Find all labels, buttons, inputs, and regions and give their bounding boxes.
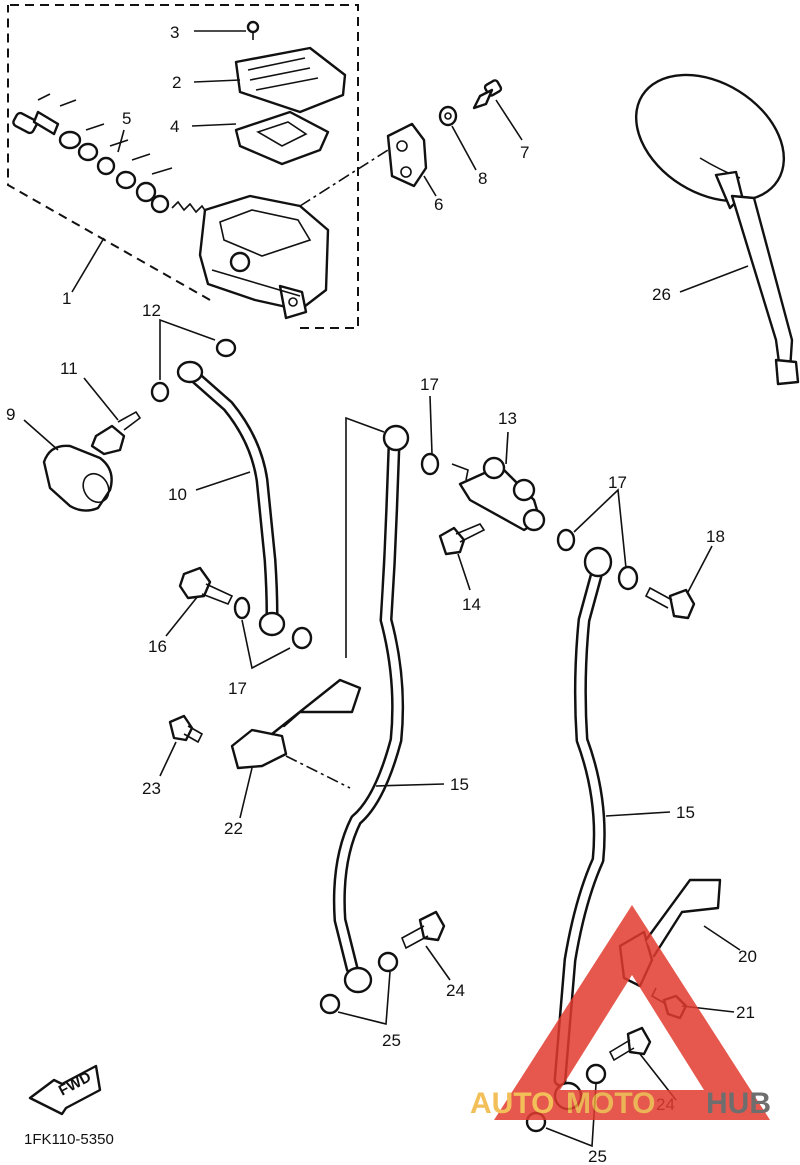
part-24-bolt-right xyxy=(608,1026,652,1062)
leader-19 xyxy=(573,488,627,569)
callout-12: 12 xyxy=(142,301,161,320)
callout-26: 26 xyxy=(652,285,671,304)
part-24-bolt-center xyxy=(400,910,446,950)
part-19-washer-a xyxy=(556,528,576,552)
watermark-text-auto: AUTO xyxy=(470,1087,554,1120)
callout-1: 1 xyxy=(62,289,71,308)
part-23-bolt xyxy=(168,714,204,744)
part-3-screw xyxy=(246,20,260,40)
watermark-text-hub: HUB xyxy=(706,1087,771,1120)
part-9-cap xyxy=(42,444,113,512)
callout-25-center: 25 xyxy=(382,1031,401,1050)
part-2-reservoir-cap xyxy=(234,46,347,114)
leader-17-center xyxy=(345,416,385,658)
watermark-text-moto: MOTO xyxy=(566,1087,655,1120)
part-12-washer-top xyxy=(215,338,237,358)
callout-7: 7 xyxy=(520,143,529,162)
callout-11: 11 xyxy=(60,359,78,378)
part-26-mirror xyxy=(634,73,800,386)
callout-23: 23 xyxy=(142,779,161,798)
callout-21: 21 xyxy=(736,1003,755,1022)
part-10-brake-hose xyxy=(176,360,286,637)
callout-17-bottom: 17 xyxy=(228,679,247,698)
callout-13: 13 xyxy=(498,409,517,428)
master-cylinder-body xyxy=(198,194,330,320)
callout-22: 22 xyxy=(224,819,243,838)
fwd-arrow-icon: FWD xyxy=(28,1064,102,1116)
callout-14: 14 xyxy=(462,595,481,614)
part-6-clamp xyxy=(386,122,428,188)
part-14-bolt xyxy=(438,523,486,556)
part-25-washer-c xyxy=(585,1063,607,1085)
part-17-washer-top xyxy=(420,452,440,476)
part-12-washer-left xyxy=(150,381,170,403)
diagram-code: 1FK110-5350 xyxy=(24,1131,114,1148)
callout-18: 18 xyxy=(706,527,725,546)
leader-17-bottom xyxy=(241,619,291,670)
part-8-nut xyxy=(438,105,458,127)
part-7-bolt xyxy=(472,79,503,110)
callout-4: 4 xyxy=(170,117,179,136)
part-16-bolt xyxy=(178,566,234,606)
callout-16: 16 xyxy=(148,637,167,656)
callout-9: 9 xyxy=(6,405,15,424)
callout-19: 17 xyxy=(608,473,627,492)
part-19-washer-b xyxy=(617,565,639,591)
callout-8: 8 xyxy=(478,169,487,188)
assembly-dashed-box xyxy=(7,4,359,329)
leader-mc-to-clamp xyxy=(299,149,389,207)
leader-25-center xyxy=(337,971,391,1026)
callout-3: 3 xyxy=(170,23,179,42)
callout-10: 10 xyxy=(168,485,187,504)
callout-2: 2 xyxy=(172,73,181,92)
part-11-bolt xyxy=(90,410,142,456)
callout-15-right: 15 xyxy=(676,803,695,822)
leader-12 xyxy=(159,318,216,380)
callout-17-top: 17 xyxy=(420,375,439,394)
part-22-hose-guide xyxy=(230,678,362,770)
part-17-washer-a xyxy=(233,596,251,620)
part-15-brake-hose-center xyxy=(332,424,410,994)
part-4-diaphragm xyxy=(234,110,330,166)
part-18-bolt xyxy=(644,586,696,620)
part-25-washer-b xyxy=(319,993,341,1015)
callout-24-center: 24 xyxy=(446,981,465,1000)
automotohub-watermark: AUTO MOTO HUB xyxy=(470,905,771,1120)
part-5-piston-kit xyxy=(12,93,207,214)
part-17-washer-b xyxy=(291,626,313,650)
callout-6: 6 xyxy=(434,195,443,214)
watermark-triangle-icon xyxy=(494,905,770,1120)
callout-25-right: 25 xyxy=(588,1147,607,1165)
callout-leaders xyxy=(23,30,749,1101)
part-13-three-way-joint xyxy=(451,456,546,532)
callout-5: 5 xyxy=(122,109,131,128)
callout-15-center: 15 xyxy=(450,775,469,794)
part-25-washer-a xyxy=(377,951,399,973)
callout-20: 20 xyxy=(738,947,757,966)
leader-22-to-hose xyxy=(285,755,351,789)
